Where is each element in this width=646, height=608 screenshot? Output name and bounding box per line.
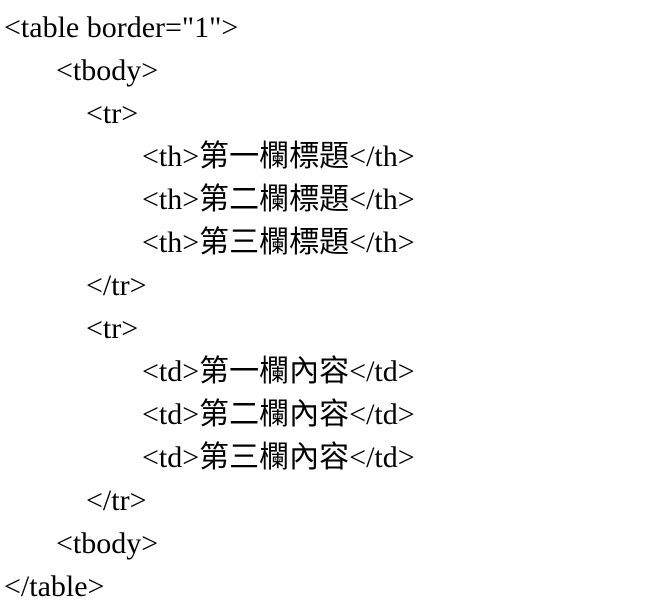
code-line: <tr>: [86, 97, 139, 130]
code-line: <th>第二欄標題</th>: [142, 183, 415, 216]
code-line: <th>第一欄標題</th>: [142, 140, 415, 173]
code-line: <table border="1">: [4, 11, 239, 44]
code-line: <tbody>: [56, 527, 159, 560]
code-line: </tr>: [86, 269, 147, 302]
code-line: <td>第二欄內容</td>: [142, 398, 415, 431]
code-line: <tbody>: [56, 54, 159, 87]
code-line: <tr>: [86, 312, 139, 345]
code-line: <td>第三欄內容</td>: [142, 441, 415, 474]
code-line: <th>第三欄標題</th>: [142, 226, 415, 259]
code-line: <td>第一欄內容</td>: [142, 355, 415, 388]
code-line: </tr>: [86, 484, 147, 517]
code-line: </table>: [4, 570, 105, 603]
